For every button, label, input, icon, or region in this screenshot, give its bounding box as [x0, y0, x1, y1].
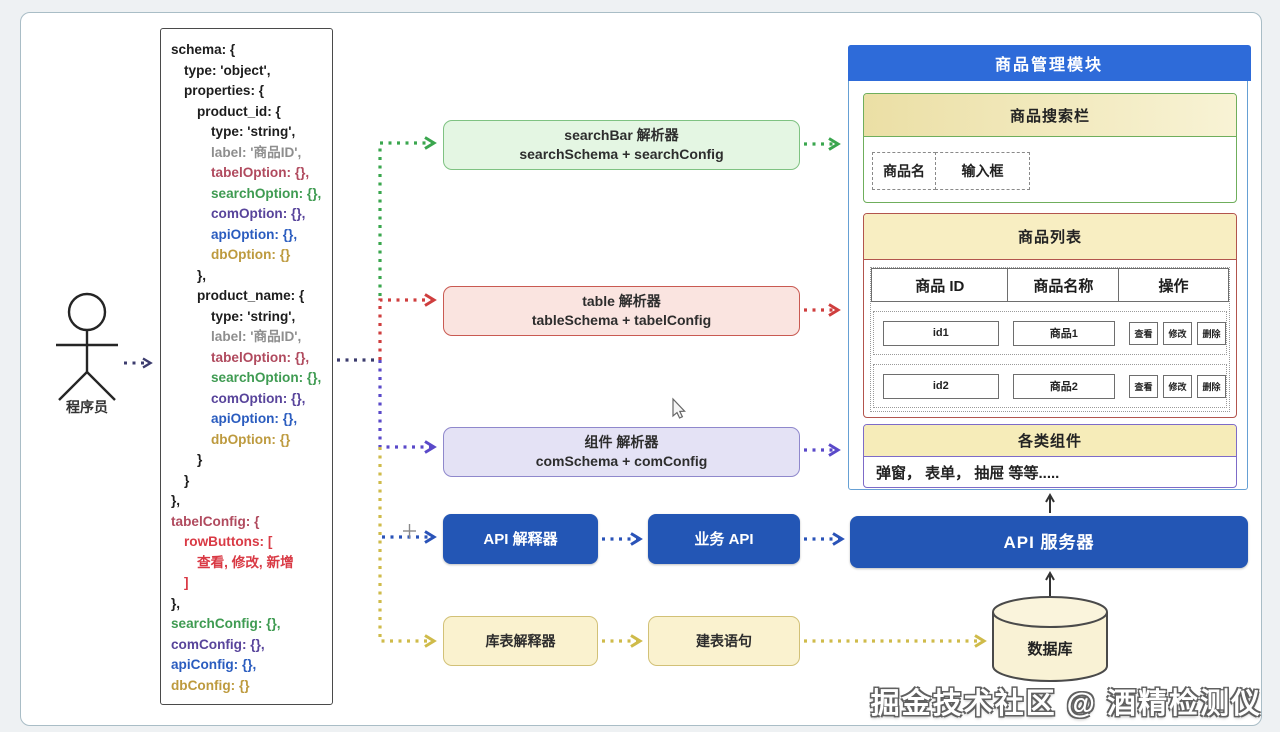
code-line: dbOption: {} — [211, 247, 291, 262]
code-line: tabelOption: {}, — [211, 349, 310, 365]
cell-product-name: 商品2 — [1012, 373, 1115, 399]
database-label: 数据库 — [1027, 641, 1073, 658]
node-title: searchBar 解析器 — [564, 127, 679, 143]
node-api-parser: API 解释器 — [443, 514, 598, 564]
components-content: 弹窗， 表单， 抽屉 等等..... — [876, 464, 1060, 482]
node-title: API 服务器 — [1003, 532, 1095, 552]
code-line: comOption: {}, — [211, 390, 306, 406]
product-table: 商品 ID 商品名称 操作 id1 商品1 查看 修改 删除 id2 商品2 — [870, 267, 1230, 412]
code-line: apiOption: {}, — [211, 411, 298, 426]
node-component-parser: 组件 解析器 comSchema + comConfig — [443, 427, 800, 477]
watermark-text: 掘金技术社区 @ 酒精检测仪 — [870, 688, 1262, 720]
code-line: apiOption: {}, — [211, 226, 298, 242]
code-line: comConfig: {}, — [171, 636, 265, 652]
code-line: searchOption: {}, — [211, 370, 322, 385]
code-line: apiConfig: {}, — [171, 657, 257, 672]
node-title: 组件 解析器 — [584, 434, 659, 450]
delete-button[interactable]: 删除 — [1197, 321, 1226, 345]
product-list-section: 商品列表 商品 ID 商品名称 操作 id1 商品1 查看 修改 删除 — [863, 213, 1237, 418]
node-subtitle: comSchema + comConfig — [535, 453, 708, 469]
panel-header: 商品管理模块 — [847, 44, 1251, 81]
code-line: } — [197, 452, 203, 467]
code-line: tabelOption: {}, — [211, 165, 310, 180]
node-subtitle: searchSchema + searchConfig — [519, 146, 724, 162]
components-section-title: 各类组件 — [864, 425, 1236, 457]
node-title: table 解析器 — [582, 293, 661, 309]
code-line: type: 'object', — [184, 62, 271, 78]
edit-button[interactable]: 修改 — [1163, 374, 1192, 398]
code-line: } — [184, 472, 190, 488]
code-line: }, — [197, 267, 207, 283]
view-button[interactable]: 查看 — [1129, 374, 1158, 398]
code-line: product_id: { — [197, 103, 281, 119]
edit-button[interactable]: 修改 — [1163, 321, 1192, 345]
table-row: id1 商品1 查看 修改 删除 — [873, 311, 1227, 355]
components-section: 各类组件 弹窗， 表单， 抽屉 等等..... — [863, 424, 1237, 488]
code-line: }, — [171, 493, 181, 508]
code-line: schema: { — [171, 42, 236, 57]
column-header-name: 商品名称 — [1007, 268, 1120, 302]
product-management-panel: 商品管理模块 商品搜索栏 商品名 输入框 商品列表 商品 ID 商品名称 操作 … — [847, 44, 1251, 490]
search-section-title: 商品搜索栏 — [864, 94, 1236, 137]
code-line: rowButtons: [ — [184, 534, 273, 549]
column-header-actions: 操作 — [1118, 268, 1229, 302]
code-line: 查看, 修改, 新增 — [197, 554, 294, 570]
code-line: dbOption: {} — [211, 431, 291, 447]
row-actions: 查看 修改 删除 — [1129, 374, 1226, 398]
node-searchbar-parser: searchBar 解析器 searchSchema + searchConfi… — [443, 120, 800, 170]
node-title: API 解释器 — [483, 530, 558, 548]
panel-title: 商品管理模块 — [994, 56, 1103, 74]
node-api-server: API 服务器 — [850, 516, 1248, 568]
search-input-box[interactable]: 输入框 — [935, 152, 1030, 190]
search-field-label: 商品名 — [872, 152, 936, 190]
code-line: searchOption: {}, — [211, 185, 322, 201]
node-table-parser: table 解析器 tableSchema + tabelConfig — [443, 286, 800, 336]
node-dbtable-parser: 库表解释器 — [443, 616, 598, 666]
code-line: ] — [184, 575, 189, 590]
view-button[interactable]: 查看 — [1129, 321, 1158, 345]
table-row: id2 商品2 查看 修改 删除 — [873, 364, 1227, 408]
code-line: label: '商品ID', — [211, 329, 302, 344]
node-subtitle: tableSchema + tabelConfig — [531, 312, 712, 328]
code-line: type: 'string', — [211, 308, 296, 324]
code-line: searchConfig: {}, — [171, 616, 281, 631]
node-title: 库表解释器 — [485, 632, 556, 649]
column-header-id: 商品 ID — [871, 268, 1009, 302]
code-line: product_name: { — [197, 288, 305, 303]
code-line: tabelConfig: { — [171, 513, 260, 529]
code-line: properties: { — [184, 83, 265, 98]
code-line: type: 'string', — [211, 124, 296, 139]
node-title: 建表语句 — [696, 632, 752, 649]
cell-product-id: id2 — [883, 373, 999, 399]
node-title: 业务 API — [694, 530, 754, 548]
list-section-title: 商品列表 — [864, 214, 1236, 260]
node-create-table-sql: 建表语句 — [648, 616, 800, 666]
delete-button[interactable]: 删除 — [1197, 374, 1226, 398]
actor-label: 程序员 — [66, 399, 108, 415]
table-header-row: 商品 ID 商品名称 操作 — [871, 268, 1229, 302]
code-line: comOption: {}, — [211, 206, 306, 221]
schema-code-block: schema: { type: 'object', properties: { … — [160, 28, 333, 705]
code-line: label: '商品ID', — [211, 144, 302, 160]
code-line: }, — [171, 595, 181, 611]
row-actions: 查看 修改 删除 — [1129, 321, 1226, 345]
cell-product-name: 商品1 — [1012, 320, 1115, 346]
node-business-api: 业务 API — [648, 514, 800, 564]
code-line: dbConfig: {} — [171, 677, 250, 693]
product-search-section: 商品搜索栏 商品名 输入框 — [863, 93, 1237, 203]
cell-product-id: id1 — [883, 320, 999, 346]
